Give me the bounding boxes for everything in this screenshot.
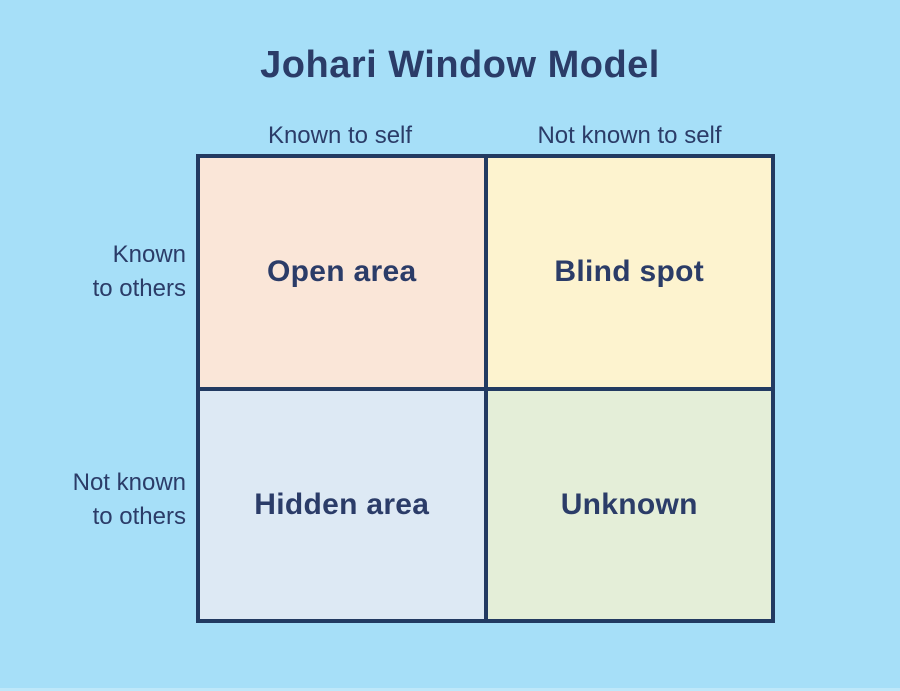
quadrant-open-area-label: Open area (267, 255, 417, 289)
quadrant-open-area: Open area (200, 158, 484, 387)
quadrant-unknown-label: Unknown (560, 487, 698, 521)
johari-grid: Open area Blind spot Hidden area Unknown (196, 154, 775, 623)
bottom-edge-highlight (0, 688, 900, 691)
row-label-not-known-to-others: Not known to others (72, 469, 186, 530)
quadrant-hidden-area: Hidden area (200, 390, 484, 619)
column-header-known-to-self: Known to self (267, 122, 413, 149)
page-title: Johari Window Model (260, 44, 660, 86)
column-header-not-known-to-self: Not known to self (537, 122, 722, 149)
quadrant-blind-spot: Blind spot (487, 158, 771, 387)
quadrant-hidden-area-label: Hidden area (254, 487, 430, 521)
quadrant-unknown: Unknown (487, 390, 771, 619)
quadrant-blind-spot-label: Blind spot (554, 255, 705, 289)
row-label-known-to-others: Known to others (92, 241, 186, 302)
